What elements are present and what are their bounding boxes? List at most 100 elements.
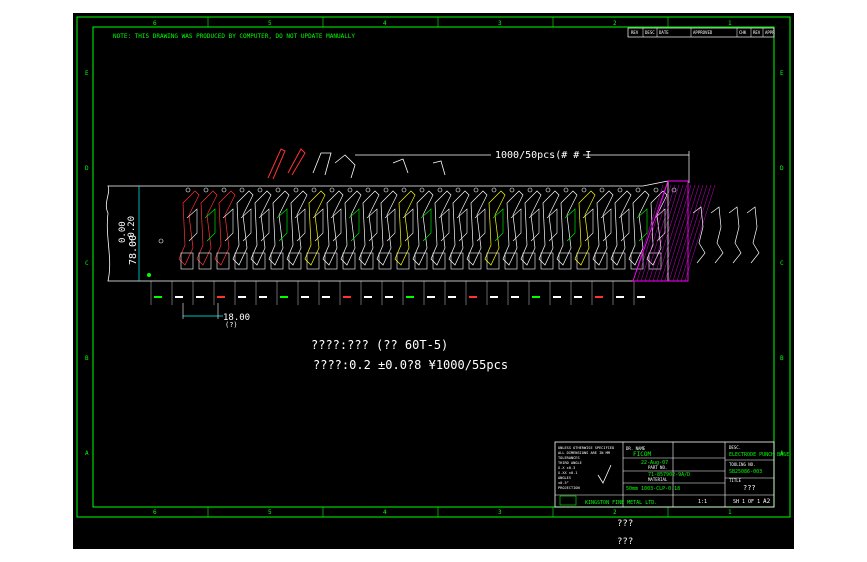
terminal-contact xyxy=(430,190,452,266)
drawing-note: NOTE: THIS DRAWING WAS PRODUCED BY COMPU… xyxy=(113,33,355,40)
station-tag xyxy=(364,296,372,298)
inner-border xyxy=(92,26,775,508)
terminal-contact xyxy=(448,190,470,266)
station-tag xyxy=(616,296,624,298)
terminal-spring xyxy=(366,208,378,242)
pilot-hole xyxy=(347,187,353,193)
terminal-contact xyxy=(376,190,398,266)
terminal-spring xyxy=(348,208,360,242)
terminal-spring xyxy=(474,208,486,242)
terminal-carrier xyxy=(180,252,194,270)
terminal-contact xyxy=(610,190,632,266)
station-tag xyxy=(154,296,162,298)
terminal-spring xyxy=(492,208,504,242)
pilot-hole xyxy=(239,187,245,193)
column-marker-bottom: 6 xyxy=(153,509,157,516)
row-marker-left: C xyxy=(85,260,89,267)
tb-part-no-label: PART NO. xyxy=(648,465,667,470)
formed-part-6 xyxy=(432,160,446,176)
terminal-contact xyxy=(340,190,362,266)
station-tag xyxy=(469,296,477,298)
tb-spec-row: ANGLES xyxy=(558,476,571,480)
pilot-hole xyxy=(545,187,551,193)
column-marker-top: 4 xyxy=(383,20,387,27)
station-tag xyxy=(343,296,351,298)
hatch-line xyxy=(660,184,692,282)
column-marker-top: 3 xyxy=(498,20,502,27)
terminal-contact xyxy=(268,190,290,266)
terminal-spring xyxy=(618,208,630,242)
terminal-spring xyxy=(510,208,522,242)
pilot-hole xyxy=(311,187,317,193)
terminal-carrier xyxy=(288,252,302,270)
pilot-hole xyxy=(221,187,227,193)
outer-border xyxy=(76,16,791,518)
revision-header: APPR xyxy=(765,30,775,35)
station-tag xyxy=(280,296,288,298)
pilot-hole xyxy=(401,187,407,193)
tb-spec-row: X.XX ±0.1 xyxy=(558,471,577,475)
column-marker-top: 6 xyxy=(153,20,157,27)
hatch-line xyxy=(684,184,716,282)
pilot-hole xyxy=(437,187,443,193)
row-marker-right: B xyxy=(780,355,784,362)
pilot-hole xyxy=(293,187,299,193)
column-marker-top: 5 xyxy=(268,20,272,27)
formed-part-3 xyxy=(312,152,332,176)
terminal-contact xyxy=(484,190,506,266)
terminal-spring xyxy=(294,208,306,242)
terminal-carrier xyxy=(306,252,320,270)
terminal-spring xyxy=(582,208,594,242)
pilot-hole xyxy=(563,187,569,193)
terminal-contact xyxy=(304,190,326,266)
terminal-carrier xyxy=(576,252,590,270)
column-marker-bottom: 4 xyxy=(383,509,387,516)
pilot-hole xyxy=(491,187,497,193)
pilot-hole xyxy=(383,187,389,193)
pilot-hole xyxy=(599,187,605,193)
terminal-contact xyxy=(232,190,254,266)
tb-date: 22-Aug-07 xyxy=(641,460,668,466)
terminal-carrier xyxy=(558,252,572,270)
strip-outline xyxy=(105,180,669,282)
station-tag xyxy=(301,296,309,298)
terminal-contact xyxy=(196,190,218,266)
terminal-contact xyxy=(178,190,200,266)
hatch-line xyxy=(676,184,708,282)
terminal-spring xyxy=(564,208,576,242)
pilot-hole xyxy=(473,187,479,193)
hatch-line xyxy=(664,184,696,282)
strip-end-hatch xyxy=(632,180,689,282)
terminal-carrier xyxy=(414,252,428,270)
height-tolerance-lower: -0.20 xyxy=(127,216,137,243)
pilot-hole xyxy=(653,187,659,193)
station-tag xyxy=(595,296,603,298)
terminal-spring xyxy=(438,208,450,242)
station-tag xyxy=(553,296,561,298)
terminal-spring xyxy=(636,208,648,242)
column-marker-bottom: 5 xyxy=(268,509,272,516)
tb-spec-row: ALL DIMENSIONS ARE IN MM xyxy=(558,451,611,455)
terminal-contact xyxy=(412,190,434,266)
terminal-contact xyxy=(574,190,596,266)
terminal-spring xyxy=(384,208,396,242)
tb-tooling-label: TOOLING NO. xyxy=(729,462,756,467)
formed-part-1 xyxy=(267,148,286,180)
station-tag xyxy=(217,296,225,298)
hatch-line xyxy=(632,184,664,282)
tb-spec-row: ±0.5° xyxy=(558,481,569,485)
terminal-carrier xyxy=(522,252,536,270)
hatch-line xyxy=(680,184,712,282)
column-marker-bottom: 1 xyxy=(728,509,732,516)
datum-mark xyxy=(147,273,151,277)
terminal-carrier xyxy=(504,252,518,270)
pilot-hole xyxy=(455,187,461,193)
formed-part-4 xyxy=(334,154,356,179)
pilot-hole xyxy=(581,187,587,193)
pilot-hole xyxy=(185,187,191,193)
terminal-carrier xyxy=(468,252,482,270)
pitch-count-dimension: 1000/50pcs(# # I xyxy=(495,150,591,161)
pilot-hole xyxy=(158,238,164,244)
